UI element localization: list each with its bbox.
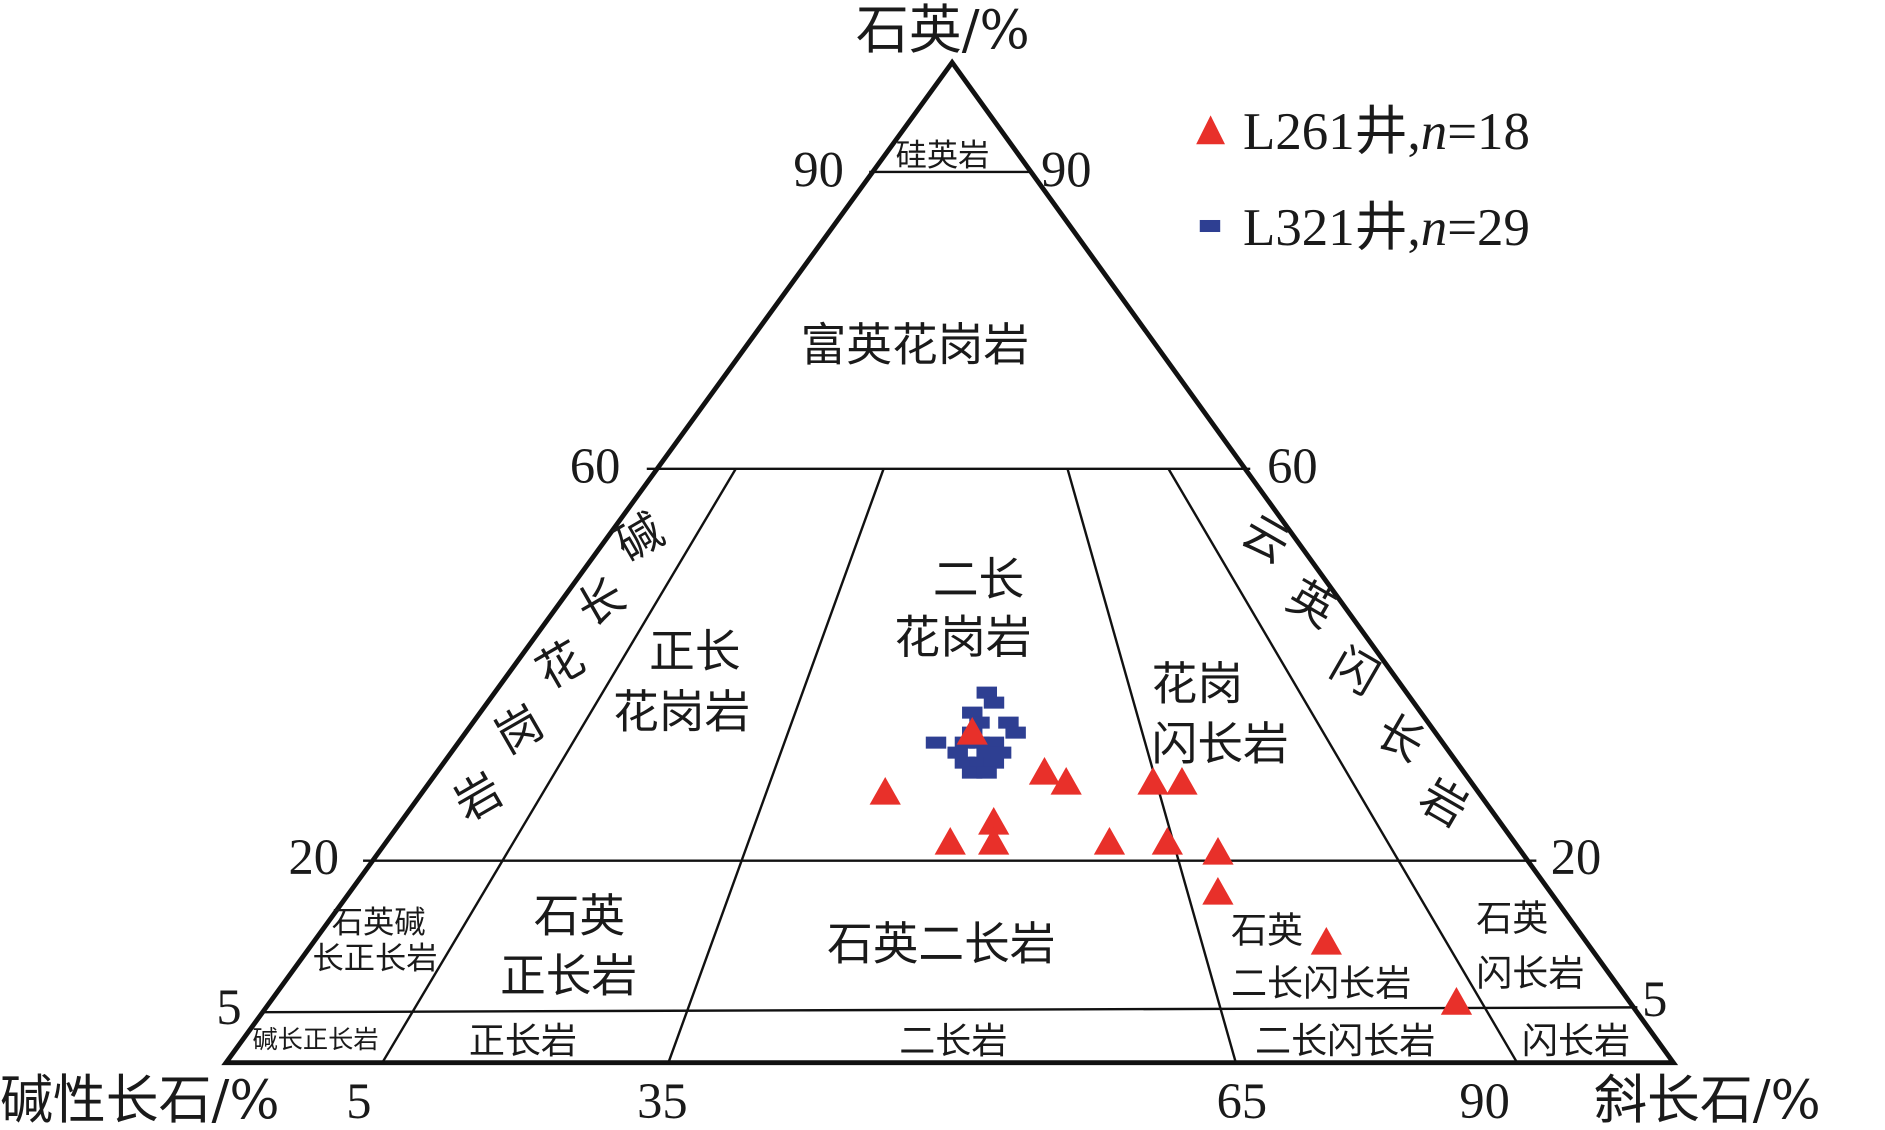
- tick-left-20: 20: [289, 829, 339, 885]
- l261-triangle-point: [1093, 827, 1126, 855]
- l321-square-point: [983, 696, 1005, 709]
- l321-square-point: [976, 686, 998, 699]
- l321-square-point: [962, 706, 983, 719]
- l321-square-point: [976, 766, 997, 779]
- field-quartz-alkali-syenite-2: 长正长岩: [313, 941, 438, 977]
- l321-square-point: [1005, 726, 1026, 739]
- legend-label-l261: L261井,n=18: [1243, 103, 1530, 161]
- field-quartz-diorite-2: 闪长岩: [1476, 953, 1584, 995]
- field-silexite: 硅英岩: [896, 138, 990, 174]
- field-monzonite: 二长岩: [899, 1020, 1007, 1062]
- axis-label-quartz: 石英/%: [856, 0, 1030, 61]
- field-quartz-monzodiorite-2: 二长闪长岩: [1231, 962, 1411, 1004]
- svg-text:云: 云: [1233, 505, 1299, 574]
- tick-right-90: 90: [1041, 141, 1091, 197]
- svg-text:花: 花: [527, 631, 593, 700]
- field-alkali-feldspar-granite: 碱 长 花 岗 岩: [445, 503, 672, 831]
- legend-triangle-icon: [1196, 115, 1226, 145]
- tick-bottom-90: 90: [1459, 1073, 1509, 1129]
- tick-left-90: 90: [793, 141, 843, 197]
- field-quartz-rich-granitoid: 富英花岗岩: [801, 319, 1029, 372]
- tick-left-60: 60: [570, 438, 620, 494]
- axis-label-plagioclase: 斜长石/%: [1594, 1070, 1821, 1130]
- field-quartz-syenite-1: 石英: [534, 890, 625, 943]
- field-syenogranite-2: 花岗岩: [613, 685, 750, 738]
- l321-square-point: [990, 746, 1012, 759]
- field-monzogranite-1: 二长: [933, 553, 1024, 606]
- legend-label-l321: L321井,n=29: [1243, 199, 1530, 257]
- ratio65-line: [1066, 468, 1237, 1064]
- legend: L261井,n=18 L321井,n=29: [1196, 103, 1530, 257]
- ratio10-line: [381, 468, 737, 1064]
- l321-square-point: [983, 736, 1005, 749]
- field-quartz-monzodiorite-1: 石英: [1231, 909, 1303, 951]
- svg-text:碱: 碱: [607, 503, 673, 572]
- legend-square-icon: [1199, 219, 1221, 233]
- l261-triangle-point: [978, 827, 1010, 855]
- field-syenite: 正长岩: [469, 1020, 577, 1062]
- field-quartz-diorite-1: 石英: [1476, 897, 1548, 939]
- field-syenogranite-1: 正长: [649, 625, 740, 678]
- q5-line: [262, 1006, 1638, 1014]
- tick-right-5: 5: [1642, 971, 1667, 1027]
- ratio35-line: [667, 468, 885, 1064]
- l261-triangle-point: [1166, 767, 1198, 795]
- l261-triangle-point: [1440, 987, 1473, 1015]
- svg-text:闪: 闪: [1322, 637, 1388, 706]
- l261-triangle-point: [1202, 837, 1234, 865]
- field-granodiorite-2: 闪长岩: [1152, 718, 1289, 771]
- l261-triangle-point: [869, 777, 901, 805]
- field-alkali-syenite: 碱长正长岩: [252, 1025, 378, 1054]
- tick-right-20: 20: [1551, 829, 1601, 885]
- l321-square-point: [947, 746, 968, 759]
- l261-triangle-point: [956, 716, 988, 745]
- tick-right-60: 60: [1267, 438, 1317, 494]
- l261-triangle-point: [1202, 877, 1234, 905]
- l261-triangle-point: [1050, 767, 1082, 795]
- l261-triangle-point: [1151, 827, 1183, 855]
- field-quartz-monzonite: 石英二长岩: [827, 917, 1055, 970]
- tick-bottom-65: 65: [1217, 1073, 1267, 1129]
- l261-triangle-point: [1028, 757, 1061, 785]
- field-monzodiorite: 二长闪长岩: [1255, 1020, 1435, 1062]
- ratio90-line: [1167, 468, 1519, 1064]
- l321-square-point: [998, 716, 1019, 729]
- svg-text:英: 英: [1278, 569, 1344, 638]
- l261-triangle-point: [934, 827, 966, 855]
- svg-text:岩: 岩: [445, 763, 511, 832]
- field-quartz-alkali-syenite-1: 石英碱: [332, 905, 426, 941]
- l261-triangle-point: [1310, 927, 1342, 955]
- axis-label-alkali-feldspar: 碱性长石/%: [0, 1070, 280, 1130]
- l321-square-point: [983, 756, 1005, 769]
- svg-text:岗: 岗: [486, 696, 552, 765]
- field-granodiorite-1: 花岗: [1152, 658, 1243, 711]
- field-diorite: 闪长岩: [1522, 1020, 1630, 1062]
- field-monzogranite-2: 花岗岩: [894, 611, 1031, 664]
- tick-bottom-5: 5: [346, 1073, 371, 1129]
- tick-left-5: 5: [216, 979, 241, 1035]
- ternary-outline: [221, 58, 1679, 1066]
- field-quartz-syenite-2: 正长岩: [500, 950, 637, 1003]
- l261-triangle-point: [978, 807, 1010, 835]
- l261-triangle-point: [1137, 767, 1169, 795]
- l321-square-point: [925, 736, 947, 749]
- tick-bottom-35: 35: [637, 1073, 687, 1129]
- series-l261-points: [869, 716, 1473, 1015]
